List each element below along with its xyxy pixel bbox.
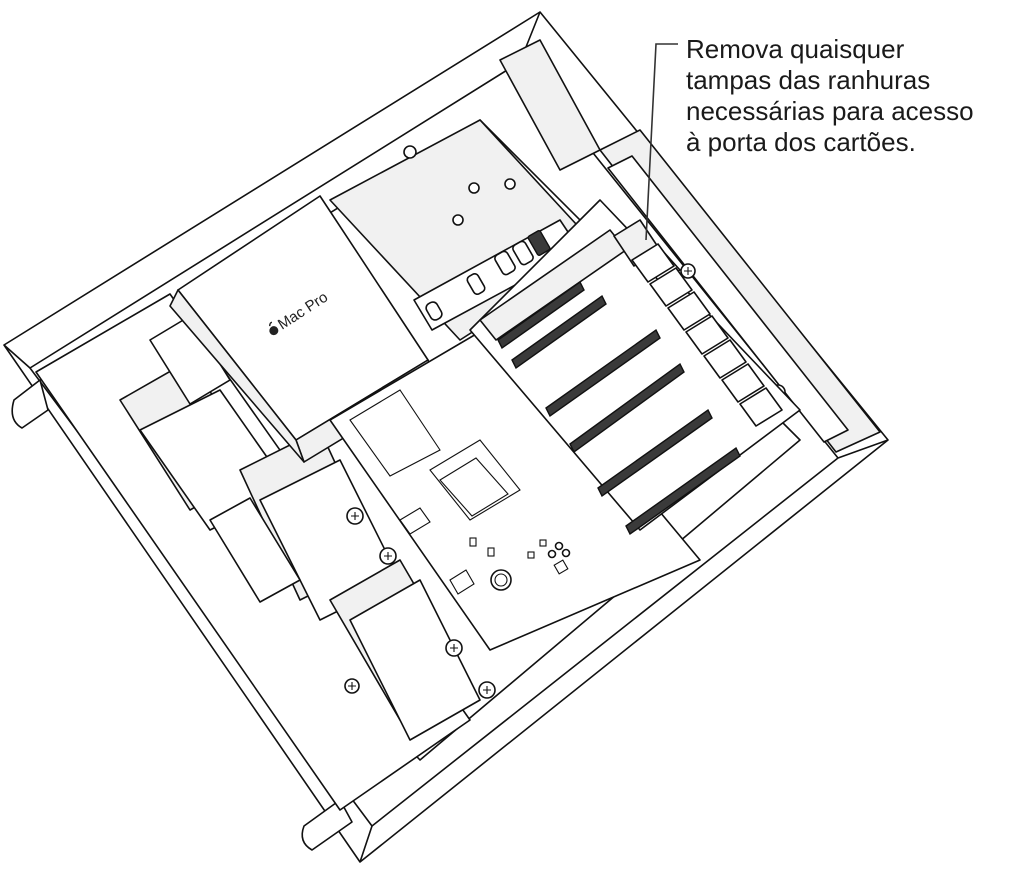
handle-bottom	[301, 799, 353, 851]
callout-line-1: Remova quaisquer	[686, 34, 905, 64]
handle-left	[11, 379, 49, 429]
screws	[344, 145, 786, 699]
apple-logo-icon	[269, 321, 279, 336]
callout-text: Remova quaisquer tampas das ranhuras nec…	[686, 34, 1006, 158]
callout-leader-line	[645, 43, 678, 241]
slot-covers	[613, 219, 783, 427]
io-card	[413, 219, 581, 331]
drive-bay	[35, 293, 481, 811]
logic-board	[329, 319, 701, 651]
pcie-cage	[469, 199, 801, 536]
callout-line-2: tampas das ranhuras	[686, 65, 931, 95]
callout-line-4: à porta dos cartões.	[686, 127, 916, 157]
pcie-slots	[497, 280, 741, 536]
callout-line-3: necessárias para acesso	[686, 96, 974, 126]
standoffs	[452, 178, 516, 226]
side-rails	[499, 39, 881, 453]
